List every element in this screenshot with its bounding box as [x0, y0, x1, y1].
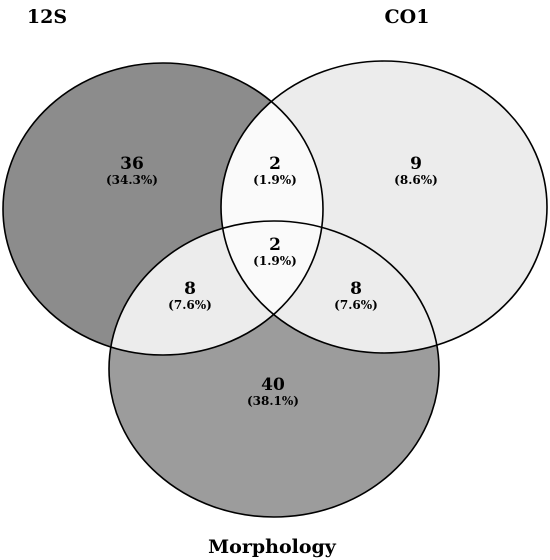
set-co1-outline [220, 60, 548, 354]
set-label-morphology: Morphology [208, 536, 337, 558]
region-b-only-count: 9 [410, 154, 422, 174]
region-bc-count: 8 [350, 279, 362, 299]
region-abc-percent: (1.9%) [253, 254, 297, 268]
region-c-only-count: 40 [261, 375, 285, 395]
region-ac [109, 221, 323, 355]
region-b-only-percent: (8.6%) [394, 173, 438, 187]
set-label-12s: 12S [27, 6, 67, 28]
region-c-only-percent: (38.1%) [247, 394, 299, 408]
region-ac-percent: (7.6%) [168, 298, 212, 312]
set-label-co1: CO1 [385, 6, 430, 28]
region-a-only-count: 36 [120, 154, 144, 174]
set-morphology-outline [108, 220, 440, 518]
region-bc [221, 221, 439, 353]
region-ab-percent: (1.9%) [253, 173, 297, 187]
set-12s-outline [2, 62, 324, 356]
region-a-only-percent: (34.3%) [106, 173, 158, 187]
region-abc-count: 2 [269, 235, 281, 255]
region-ac-count: 8 [184, 279, 196, 299]
region-bc-percent: (7.6%) [334, 298, 378, 312]
region-ab-count: 2 [269, 154, 281, 174]
